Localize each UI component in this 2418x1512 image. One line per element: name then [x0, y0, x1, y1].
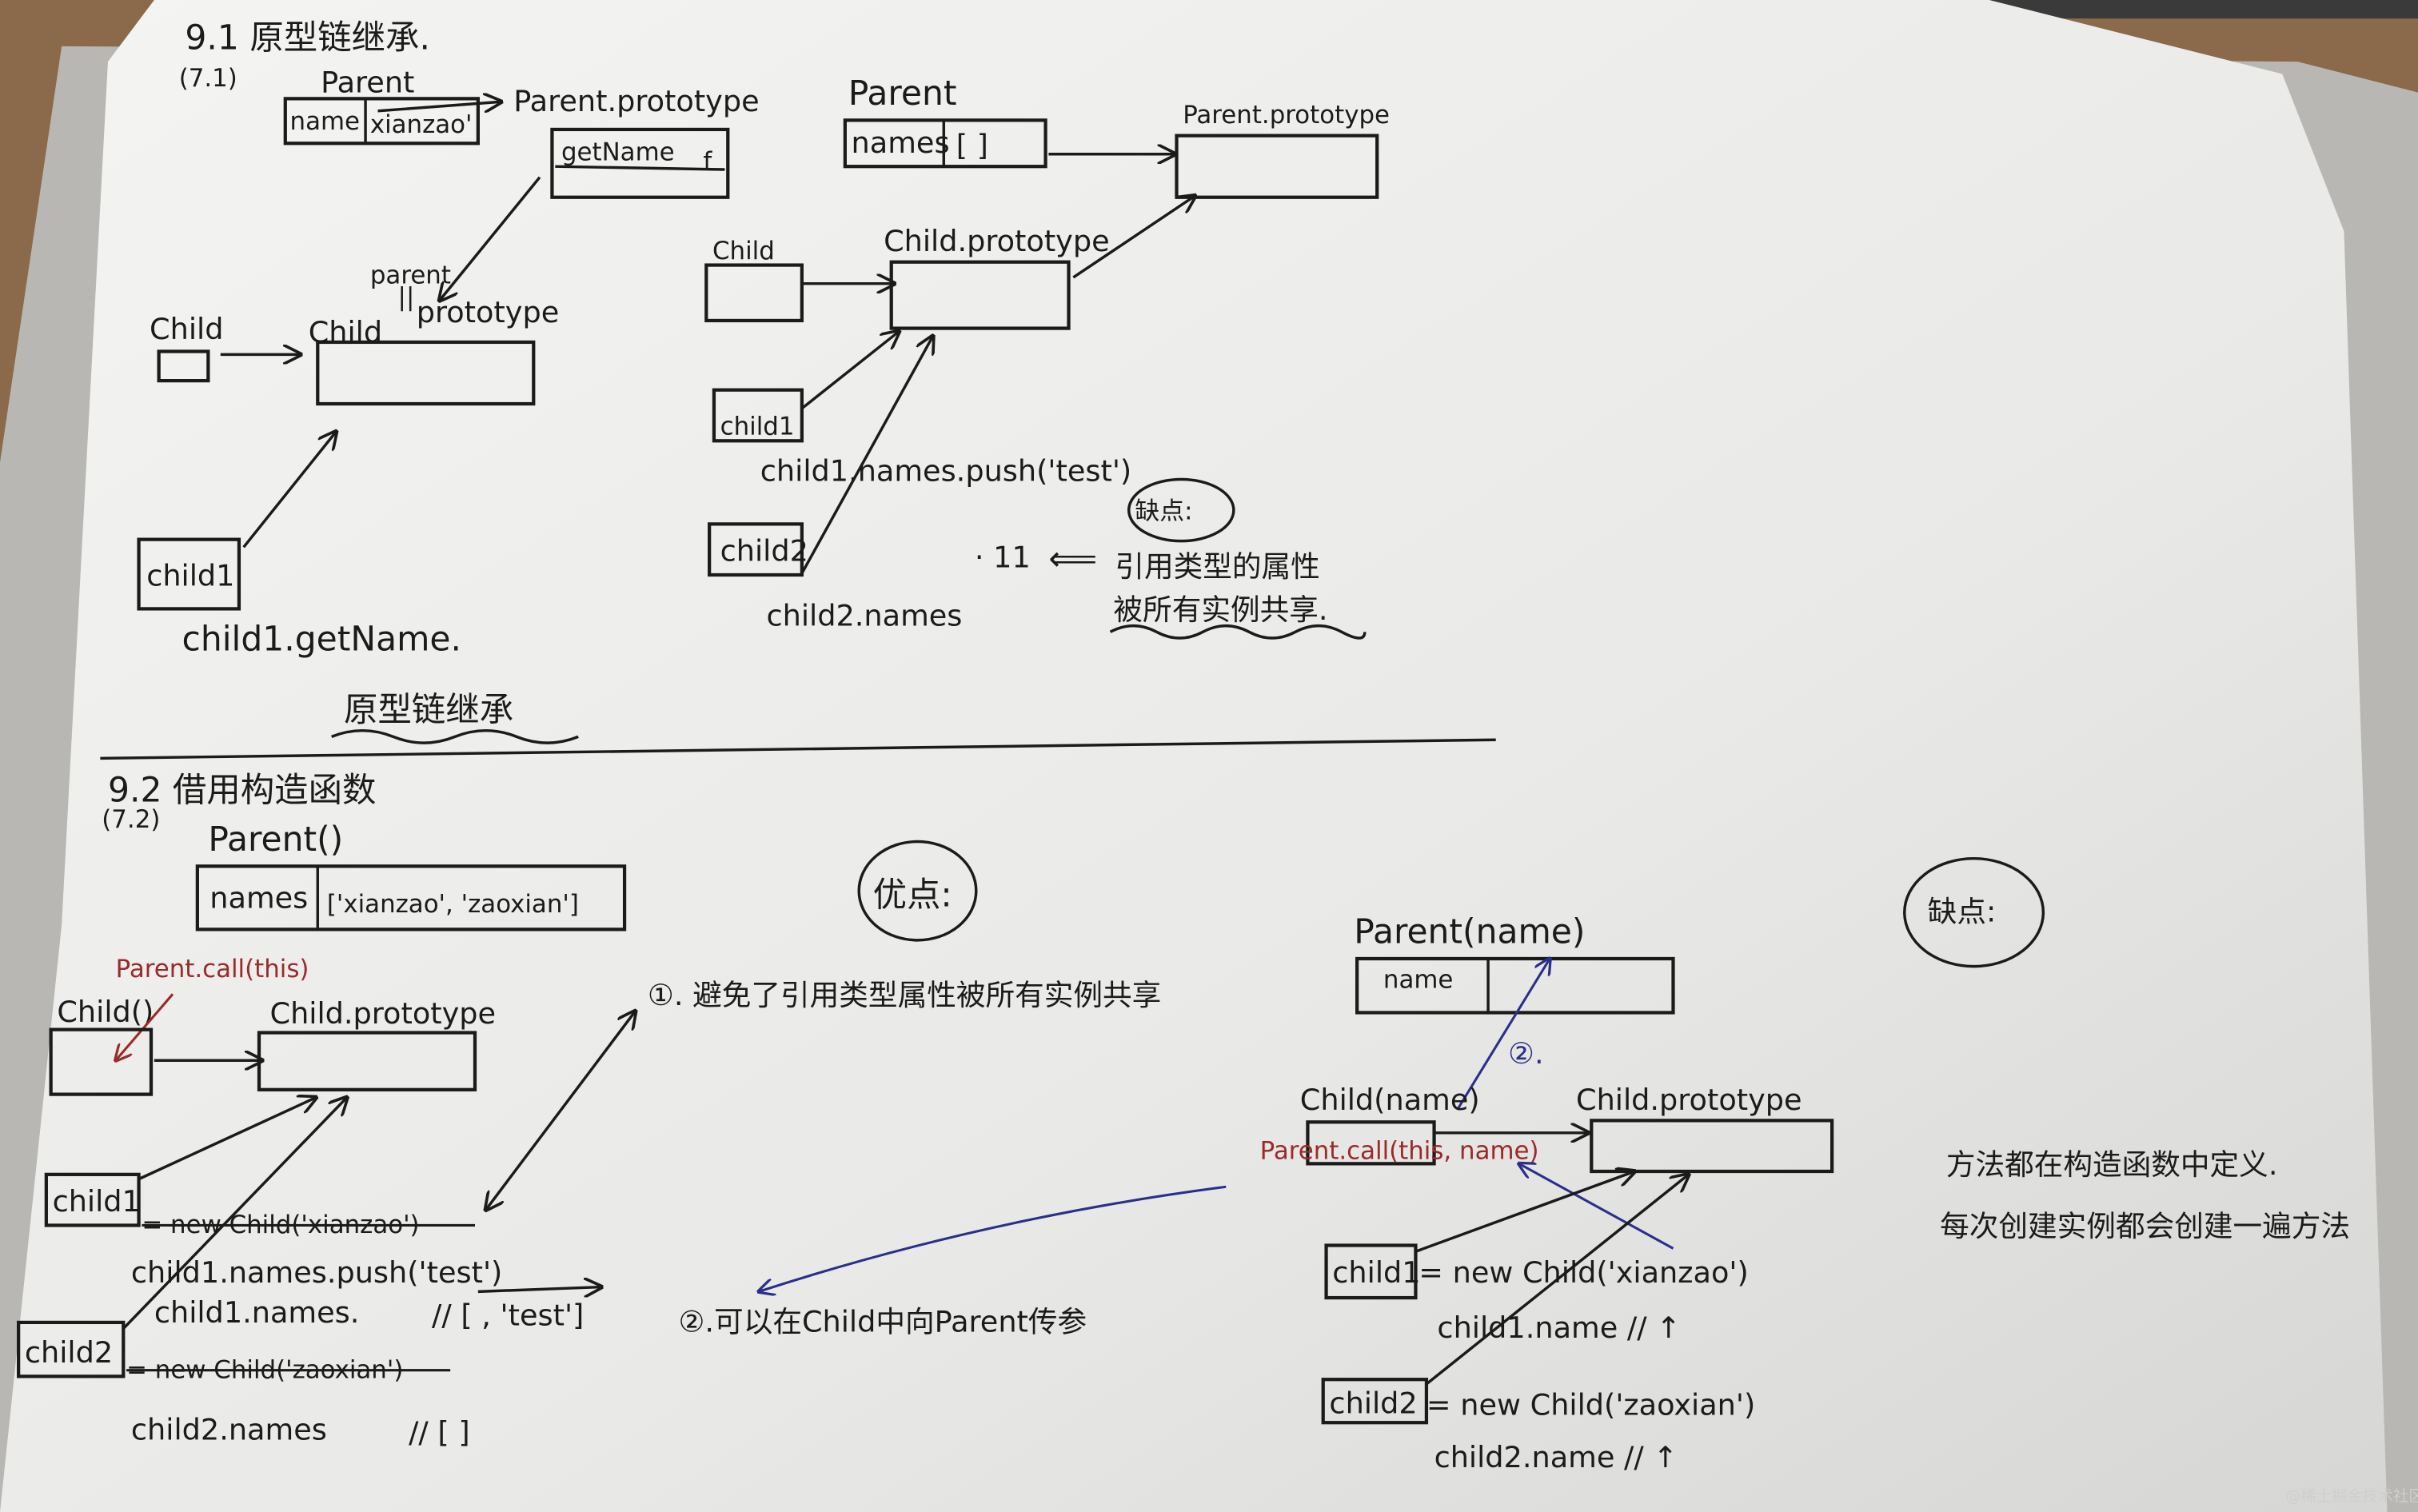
pros-item1: ①. 避免了引用类型属性被所有实例共享 [648, 978, 1161, 1012]
child3-label: Child() [57, 995, 154, 1029]
child-proto-label: Child [309, 315, 382, 349]
section2-title: 9.2 借用构造函数 [108, 771, 376, 810]
cons2-line1: 方法都在构造函数中定义. [1946, 1147, 2278, 1182]
section-prototype-chain: 9.1 原型链继承. (7.1) Parent name xianzao' Pa… [100, 19, 1496, 760]
cons2-label: 缺点: [1928, 895, 1997, 929]
read1-3: child1.name // ↑ [1437, 1311, 1680, 1345]
instance1-box [712, 388, 804, 443]
result1: // [ , 'test'] [432, 1299, 584, 1333]
child3-box [49, 1027, 154, 1096]
child1-label-3: child1 [1332, 1255, 1420, 1290]
child1-box-3 [1324, 1243, 1418, 1300]
parent-proto-box [550, 127, 730, 199]
parent-label: Parent [321, 66, 414, 100]
parent4-label: Parent(name) [1354, 913, 1585, 952]
cons-line2: 被所有实例共享. [1113, 592, 1327, 627]
double-arrow-icon: ⟸ [1048, 540, 1097, 579]
cons2-circle [1903, 856, 2045, 968]
child1-label-2: child1 [53, 1184, 141, 1219]
parent-box [283, 97, 480, 146]
section1-number: (7.1) [179, 64, 237, 93]
child2-proto-box [889, 260, 1071, 330]
parent-proto-label: Parent.prototype [513, 84, 759, 118]
pros-item2: ②.可以在Child中向Parent传参 [679, 1304, 1087, 1338]
parent3-box [195, 864, 627, 932]
result2: // [ ] [409, 1415, 470, 1450]
wavy-underline [1109, 624, 1367, 640]
section1-footer: 原型链继承 [344, 691, 513, 730]
section-constructor-borrowing: 9.2 借用构造函数 (7.2) Parent() names ['xianza… [17, 771, 2350, 1474]
push-call-2: child1.names.push('test') [131, 1255, 502, 1290]
parent3-label: Parent() [208, 820, 343, 860]
parent2-value: [ ] [956, 129, 988, 163]
read2-3: child2.name // ↑ [1434, 1440, 1678, 1474]
child2-proto-label: Child.prototype [884, 224, 1110, 258]
child-box [157, 349, 210, 383]
parent3-value: ['xianzao', 'zaoxian'] [327, 890, 579, 919]
read-names: child2.names [767, 599, 963, 633]
child4-box [1306, 1120, 1436, 1166]
cons2-line2: 每次创建实例都会创建一遍方法 [1940, 1209, 2350, 1243]
cons-line1: 引用类型的属性 [1115, 549, 1319, 584]
child-proto-box [316, 340, 536, 406]
parent-call-name: Parent.call(this, name) [1260, 1137, 1539, 1166]
parent2-label: Parent [848, 74, 957, 114]
parent3-key: names [209, 880, 308, 915]
child1-box [137, 537, 241, 611]
note-eq: || [398, 283, 415, 312]
instance1-label: child1 [720, 413, 795, 441]
parent-value: xianzao' [370, 110, 473, 139]
parent2-proto-label: Parent.prototype [1183, 101, 1390, 130]
cons-label: 缺点: [1135, 497, 1192, 526]
parent4-key: name [1383, 966, 1453, 995]
new-child1-3: = new Child('xianzao') [1418, 1255, 1748, 1290]
pros-label: 优点: [873, 876, 952, 915]
get-name: getName [561, 138, 675, 166]
read2: child2.names [131, 1412, 327, 1446]
parent2-proto-box [1175, 134, 1379, 199]
child2-box-3 [1321, 1378, 1429, 1425]
read1: child1.names. [154, 1295, 360, 1330]
child1-label: child1 [146, 559, 234, 593]
child4-proto-box [1590, 1119, 1834, 1174]
parent4-box [1355, 956, 1675, 1015]
cons-circle [1127, 477, 1235, 543]
parent-key: name [290, 107, 360, 136]
child2-label: Child [712, 237, 775, 265]
child2-label-2: child2 [25, 1335, 113, 1370]
section-divider [100, 738, 1496, 760]
func: f [703, 147, 712, 176]
child3-proto-label: Child.prototype [269, 996, 496, 1031]
pros-circle [857, 840, 978, 942]
note-parent: parent [370, 261, 451, 290]
section1-title: 9.1 原型链继承. [185, 19, 430, 58]
parent-call: Parent.call(this) [116, 955, 309, 983]
parent2-key: names [852, 126, 950, 160]
new-child2-3: = new Child('zaoxian') [1426, 1388, 1755, 1422]
section2-number: (7.2) [102, 805, 160, 834]
child2-box [704, 263, 804, 323]
child2-label-3: child2 [1329, 1386, 1417, 1421]
push-call: child1.names.push('test') [760, 453, 1131, 488]
child4-proto-label: Child.prototype [1576, 1083, 1802, 1117]
child3-proto-box [257, 1031, 477, 1091]
child2-box-2 [17, 1320, 126, 1378]
watermark: @稀土掘金技术社区 [2285, 1487, 2418, 1506]
child1-box-2 [44, 1172, 141, 1227]
instance2-box [708, 522, 804, 577]
instance2-label: child2 [720, 534, 808, 568]
child-label: Child [150, 312, 223, 346]
read-result: · 11 [975, 540, 1031, 574]
child4-label: Child(name) [1300, 1083, 1480, 1117]
child1-getname: child1.getName. [182, 620, 461, 659]
note-prototype: prototype [417, 295, 560, 329]
blue-marker: ②. [1508, 1036, 1543, 1071]
parent2-box [843, 118, 1047, 169]
